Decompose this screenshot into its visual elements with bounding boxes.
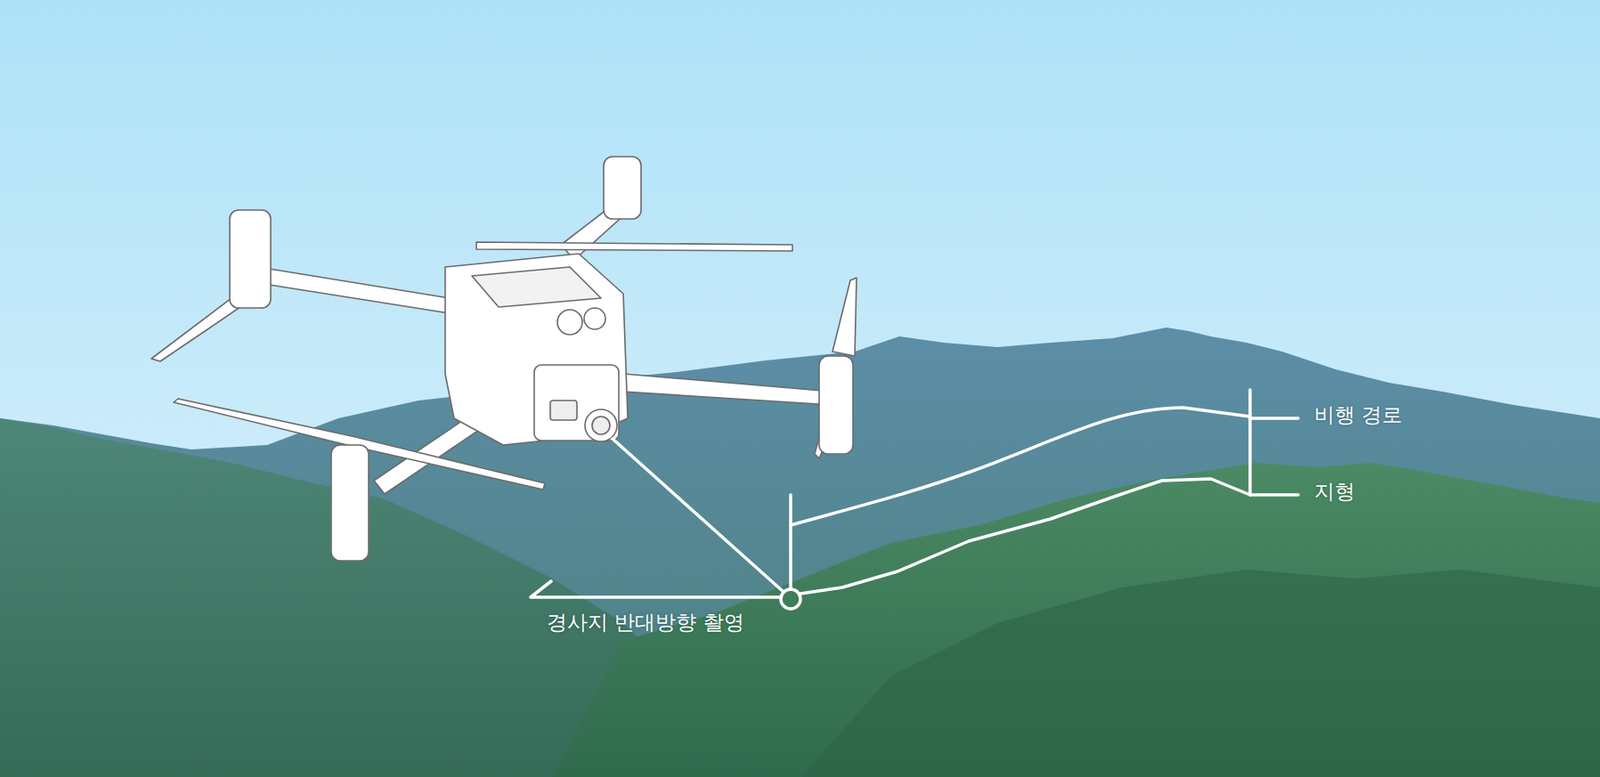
shooting-direction-label: 경사지 반대방향 촬영	[546, 610, 745, 636]
tick-line	[1250, 416, 1299, 421]
terrain-line	[800, 479, 1251, 594]
ground-line	[530, 581, 781, 598]
foreground-slope	[801, 569, 1600, 777]
terrain-label: 지형	[1314, 479, 1356, 505]
flight-path-label: 비행 경로	[1314, 403, 1403, 429]
target-circle	[780, 589, 801, 610]
drone	[151, 156, 857, 561]
far-ridge	[0, 327, 1600, 777]
leader-lines	[530, 389, 1299, 610]
tick-line	[1250, 493, 1299, 497]
flight-path-line	[790, 407, 1251, 526]
bracket-line	[1248, 389, 1252, 496]
camera-sight-line	[612, 438, 784, 593]
altitude-line	[788, 495, 793, 590]
